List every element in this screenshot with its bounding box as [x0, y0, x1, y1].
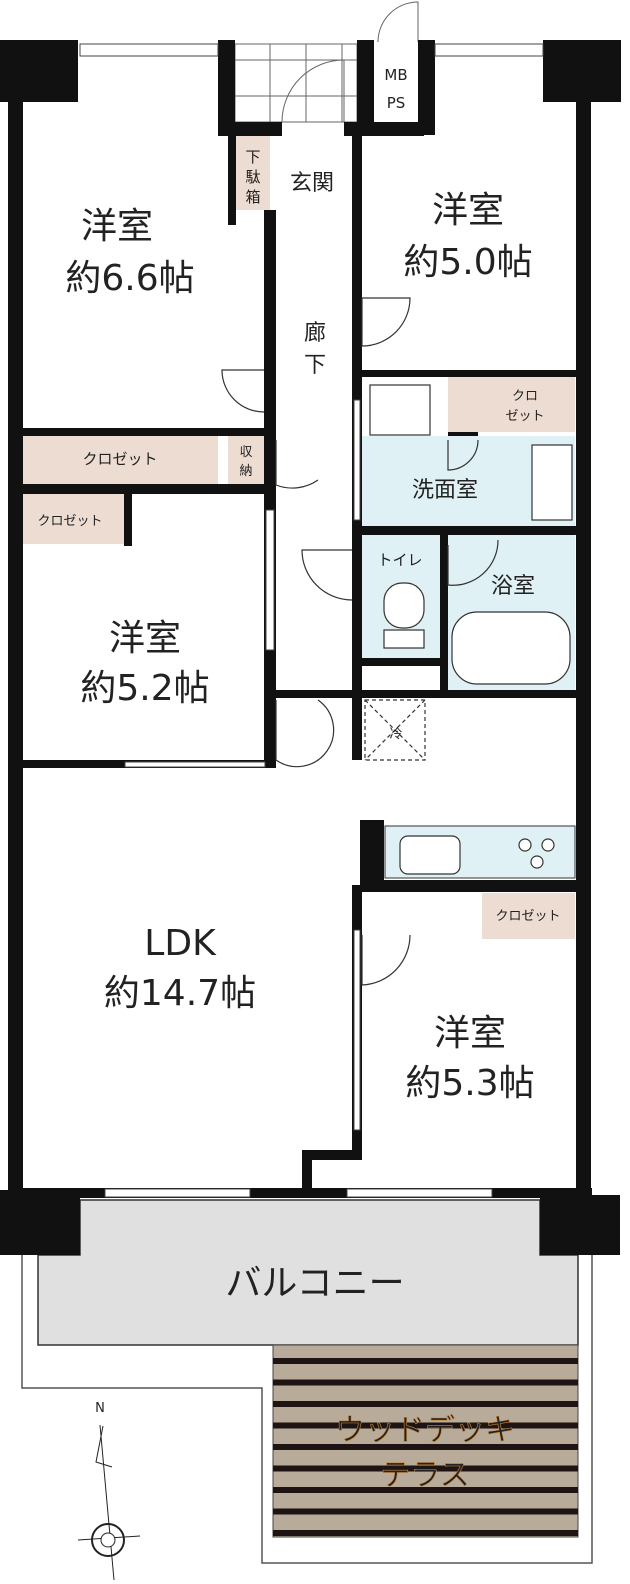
wood-deck [272, 1344, 579, 1538]
label-fridge: 冷 [389, 727, 402, 742]
label-entrance: 玄関 [290, 171, 334, 196]
label-bathroom: 浴室 [491, 574, 535, 599]
deck-board-stripe [273, 1465, 578, 1472]
closet-3 [448, 377, 575, 432]
label-closet-3b: ゼット [505, 409, 544, 424]
label-ps: PS [387, 94, 406, 112]
deck-board-stripe [273, 1508, 578, 1515]
room-name-ldk: LDK [144, 923, 217, 964]
fixtures [364, 384, 573, 875]
label-closet-2: クロゼット [37, 514, 102, 529]
deck-board-stripe [273, 1530, 578, 1536]
closet-4 [482, 893, 575, 939]
label-storage: 収 [239, 445, 252, 460]
room-name-western-2: 洋室 [432, 190, 504, 231]
label-washroom: 洗面室 [412, 478, 478, 503]
label-mb: MB [384, 66, 407, 84]
label-closet-4: クロゼット [495, 909, 560, 924]
shoe-box [236, 136, 270, 210]
compass-icon [77, 1424, 141, 1581]
label-storage-2: 納 [239, 464, 252, 479]
toilet-tank [383, 629, 425, 649]
room-name-western-1: 洋室 [81, 206, 153, 247]
label-wood-deck: ウッドデッキ [335, 1413, 515, 1448]
toilet-icon [383, 582, 425, 629]
bathtub-icon [451, 611, 571, 685]
stove-burner [518, 838, 532, 852]
label-shoe-box: 下 [245, 148, 260, 166]
label-corridor-2: 下 [304, 353, 326, 378]
label-terrace: テラス [380, 1458, 469, 1493]
deck-board-stripe [273, 1444, 578, 1450]
deck-board-stripe [273, 1422, 578, 1429]
room-size-western-4: 約5.3帖 [405, 1063, 534, 1104]
label-closet-1: クロゼット [82, 450, 157, 468]
room-size-western-3: 約5.2帖 [80, 668, 209, 709]
label-toilet: トイレ [377, 551, 422, 569]
washing-machine-pan [369, 384, 431, 436]
label-north: N [95, 1401, 105, 1416]
closet-2 [22, 494, 128, 544]
label-balcony: バルコニー [225, 1263, 404, 1304]
deck-board-stripe [273, 1379, 578, 1386]
entrance-porch [234, 1, 419, 123]
washbasin [531, 444, 573, 521]
label-corridor: 廊 [304, 321, 326, 346]
room-name-western-3: 洋室 [109, 618, 181, 659]
room-size-western-2: 約5.0帖 [403, 242, 532, 283]
label-shoe-box-2: 駄 [245, 168, 260, 186]
deck-board-stripe [273, 1358, 578, 1364]
deck-board-stripe [273, 1401, 578, 1407]
storage [228, 436, 264, 484]
room-size-western-1: 約6.6帖 [65, 258, 194, 299]
closet-1 [22, 436, 218, 484]
doors [221, 297, 499, 986]
room-name-western-4: 洋室 [434, 1013, 506, 1054]
label-shoe-box-3: 箱 [245, 188, 260, 206]
room-size-ldk: 約14.7帖 [104, 973, 256, 1014]
deck-board-stripe [273, 1487, 578, 1493]
sink-icon [399, 835, 461, 875]
label-closet-3: クロ [512, 389, 538, 404]
windows [79, 43, 544, 1198]
